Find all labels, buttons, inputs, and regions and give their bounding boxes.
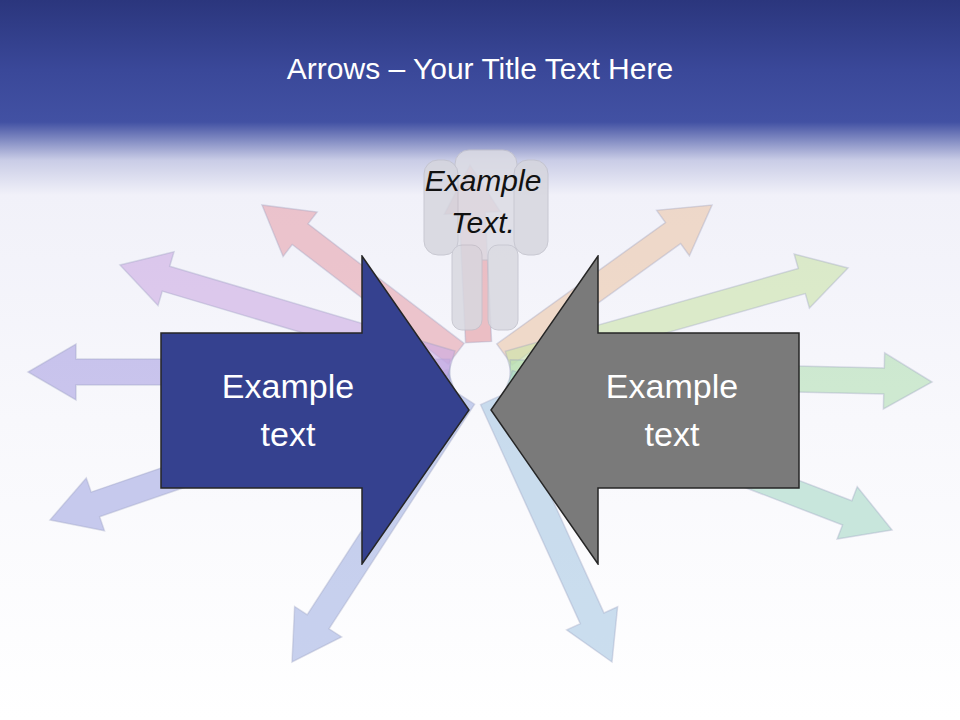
figure-leg — [488, 245, 518, 330]
arrow-label: Example text — [200, 363, 376, 458]
figure-caption: Example Text. — [398, 160, 568, 244]
arrow-label: Example text — [584, 363, 760, 458]
arrow-box: Example text — [490, 255, 800, 565]
arrow-text-area: Example text — [200, 333, 376, 488]
figure-leg — [452, 245, 482, 330]
arrow-shape — [160, 255, 470, 565]
slide-title: Arrows – Your Title Text Here — [0, 52, 960, 86]
arrow-outline — [491, 256, 799, 564]
arrow-shape — [490, 255, 800, 565]
arrow-outline — [161, 256, 469, 564]
arrow-text-area: Example text — [584, 333, 760, 488]
arrow-box: Example text — [160, 255, 470, 565]
